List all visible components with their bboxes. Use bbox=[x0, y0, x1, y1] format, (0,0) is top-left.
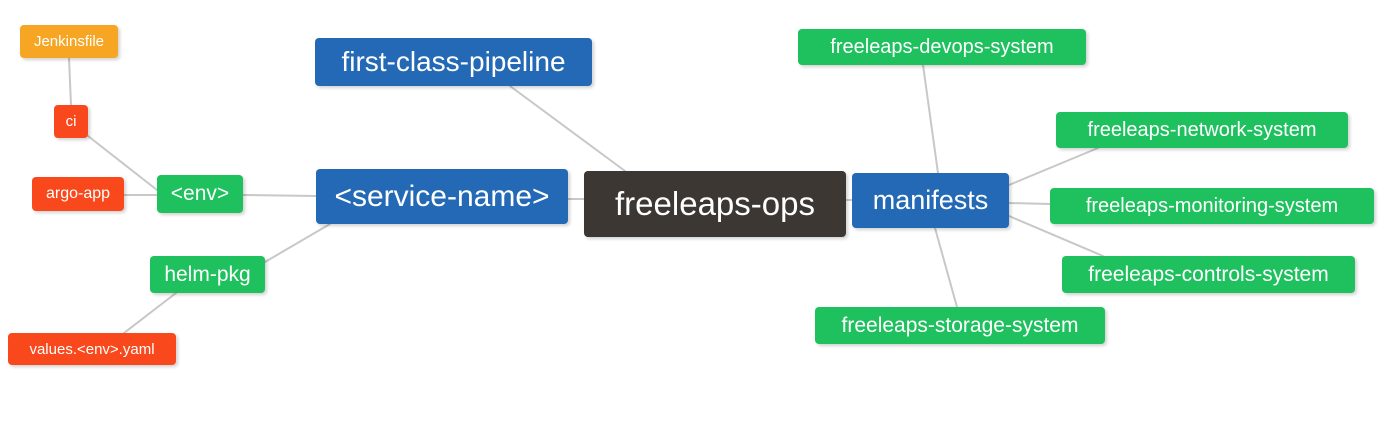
mindmap-node-label: argo-app bbox=[45, 185, 111, 202]
mindmap-node-label: first-class-pipeline bbox=[341, 46, 566, 77]
mindmap-node-label: values.<env>.yaml bbox=[29, 340, 155, 358]
mindmap-node-label: Jenkinsfile bbox=[33, 33, 105, 50]
mindmap-node-manifests[interactable]: manifests bbox=[852, 173, 1009, 228]
mindmap-node-env[interactable]: <env> bbox=[157, 175, 243, 213]
mindmap-node-label: <env> bbox=[170, 182, 230, 205]
edge-first-class-pipeline-to-freeleaps-ops bbox=[509, 85, 626, 172]
edge-manifests-to-storage-system bbox=[934, 227, 958, 308]
mindmap-node-label: freeleaps-monitoring-system bbox=[1085, 194, 1339, 217]
edge-jenkinsfile-to-ci bbox=[68, 57, 72, 106]
edge-manifests-to-controls-system bbox=[1008, 215, 1104, 257]
mindmap-node-label: manifests bbox=[872, 185, 989, 215]
edge-manifests-to-monitoring-system bbox=[1008, 202, 1051, 205]
mindmap-node-devops-system[interactable]: freeleaps-devops-system bbox=[798, 29, 1086, 65]
mindmap-node-storage-system[interactable]: freeleaps-storage-system bbox=[815, 307, 1105, 344]
mindmap-node-ci[interactable]: ci bbox=[54, 105, 88, 138]
mindmap-node-label: <service-name> bbox=[334, 179, 550, 213]
mindmap-node-freeleaps-ops[interactable]: freeleaps-ops bbox=[584, 171, 846, 237]
edge-ci-to-env bbox=[87, 135, 158, 191]
mindmap-node-first-class-pipeline[interactable]: first-class-pipeline bbox=[315, 38, 592, 86]
mindmap-node-service-name[interactable]: <service-name> bbox=[316, 169, 568, 224]
edge-manifests-to-devops-system bbox=[922, 64, 939, 174]
mindmap-node-label: ci bbox=[65, 113, 77, 130]
mindmap-node-label: freeleaps-storage-system bbox=[841, 313, 1079, 337]
mindmap-node-helm-pkg[interactable]: helm-pkg bbox=[150, 256, 265, 293]
mindmap-node-values-yaml[interactable]: values.<env>.yaml bbox=[8, 333, 176, 365]
mindmap-node-label: helm-pkg bbox=[164, 262, 251, 286]
mindmap-node-network-system[interactable]: freeleaps-network-system bbox=[1056, 112, 1348, 148]
mindmap-node-label: freeleaps-devops-system bbox=[830, 35, 1054, 58]
mindmap-node-label: freeleaps-network-system bbox=[1087, 118, 1317, 141]
mindmap-node-monitoring-system[interactable]: freeleaps-monitoring-system bbox=[1050, 188, 1374, 224]
edge-service-name-to-helm-pkg bbox=[264, 223, 331, 263]
mindmap-node-jenkinsfile[interactable]: Jenkinsfile bbox=[20, 25, 118, 58]
mindmap-node-controls-system[interactable]: freeleaps-controls-system bbox=[1062, 256, 1355, 293]
mindmap-node-argo-app[interactable]: argo-app bbox=[32, 177, 124, 211]
mindmap-node-label: freeleaps-controls-system bbox=[1088, 262, 1329, 286]
edge-manifests-to-network-system bbox=[1008, 147, 1099, 186]
edge-helm-pkg-to-values-yaml bbox=[123, 292, 177, 334]
edge-env-to-service-name bbox=[242, 194, 317, 197]
mindmap-node-label: freeleaps-ops bbox=[615, 185, 815, 222]
